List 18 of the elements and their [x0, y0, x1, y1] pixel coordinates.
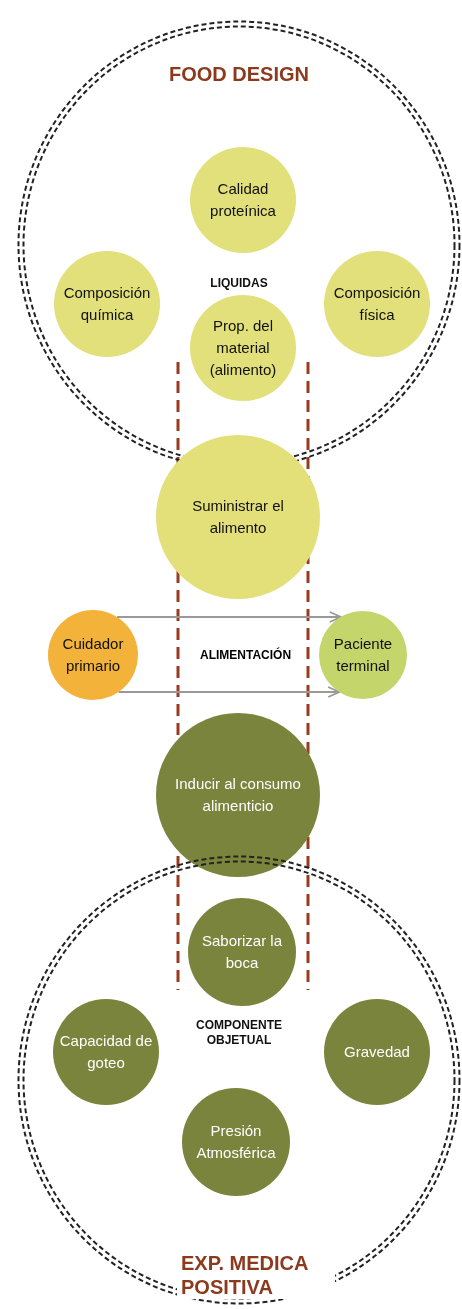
- circle-node: Cuidador primario: [48, 610, 138, 700]
- circle-node: Calidad proteínica: [190, 147, 296, 253]
- circle-node: Inducir al consumo alimenticio: [156, 713, 320, 877]
- circle-node: Capacidad de goteo: [53, 999, 159, 1105]
- circle-node: Composición física: [324, 251, 430, 357]
- circle-node: Prop. del material (alimento): [190, 295, 296, 401]
- circle-node: Saborizar la boca: [188, 898, 296, 1006]
- circle-node: Composición química: [54, 251, 160, 357]
- arrow: [116, 611, 342, 623]
- circle-node: Gravedad: [324, 999, 430, 1105]
- text-label: ALIMENTACIÓN: [200, 648, 292, 662]
- group-label: LIQUIDAS: [209, 276, 269, 291]
- dashed-circle-group: [17, 855, 461, 1305]
- circle-node: Presión Atmosférica: [182, 1088, 290, 1196]
- arrow: [117, 686, 341, 698]
- circle-node: Suministrar el alimento: [156, 435, 320, 599]
- group-label: COMPONENTE OBJETUAL: [195, 1018, 283, 1048]
- circle-node: Paciente terminal: [319, 611, 407, 699]
